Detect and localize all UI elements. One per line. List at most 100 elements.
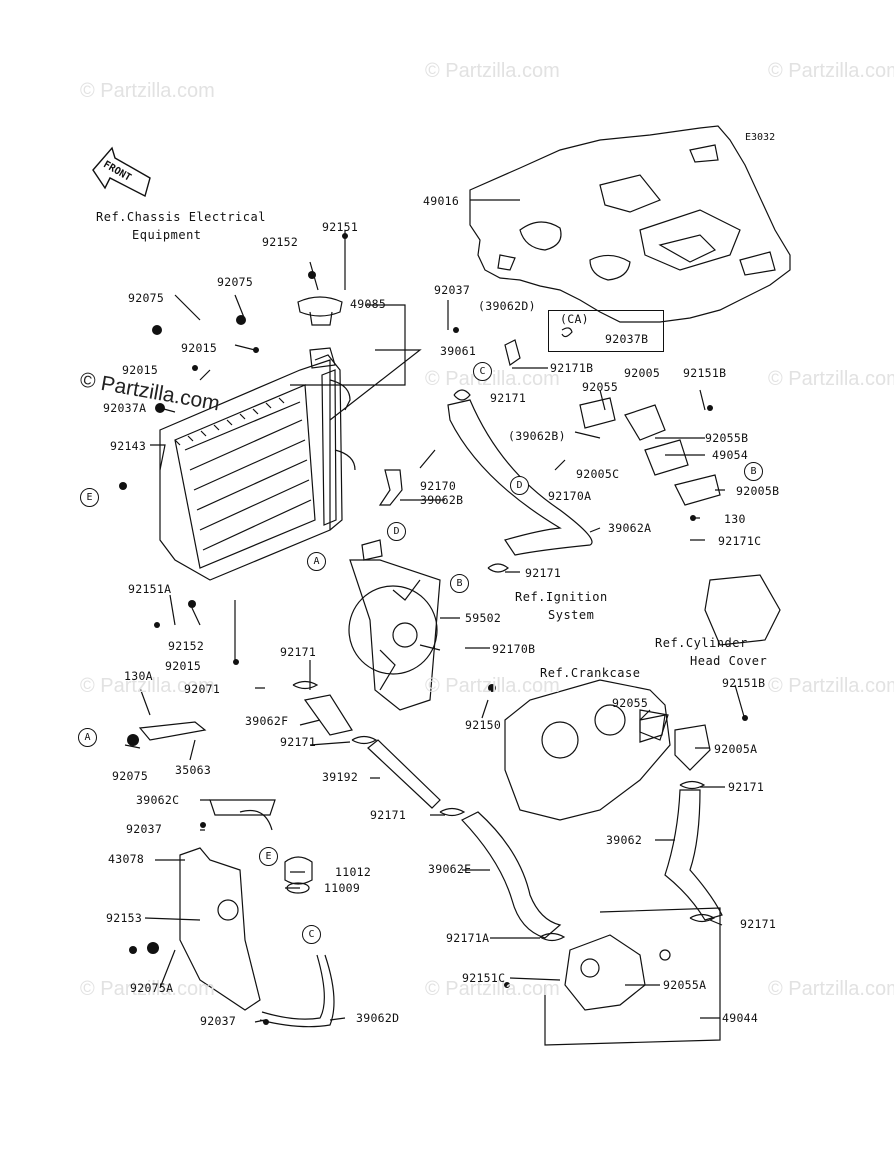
part-92075[interactable]: 92075 [112,769,149,783]
part-92005c[interactable]: 92005C [576,467,620,481]
connector-d: D [387,522,406,541]
ca-box-title: (CA) [560,312,589,326]
part-92075[interactable]: 92075 [128,291,165,305]
part-92055[interactable]: 92055 [612,696,649,710]
connector-b: B [450,574,469,593]
part-92171b[interactable]: 92171B [550,361,594,375]
part-39062b[interactable]: 39062B [420,493,464,507]
part-92037[interactable]: 92037 [200,1014,237,1028]
hose-39062B [378,469,403,506]
part-92171[interactable]: 92171 [370,808,407,822]
part-92151b[interactable]: 92151B [683,366,727,380]
part-39192[interactable]: 39192 [322,770,359,784]
under-cover-49016 [469,125,791,323]
watermark: © Partzilla.com [80,80,215,102]
part-92151a[interactable]: 92151A [128,582,172,596]
part-92075a[interactable]: 92075A [130,981,174,995]
part-39062d[interactable]: 39062D [356,1011,400,1025]
thermostat-92005 [624,404,666,441]
connector-c: C [473,362,492,381]
part-39062b-ref[interactable]: (39062B) [508,429,566,443]
part-49016[interactable]: 49016 [423,194,460,208]
fan-59502 [348,585,438,675]
part-11009[interactable]: 11009 [324,881,361,895]
part-39062f[interactable]: 39062F [245,714,289,728]
watermark: © Partzilla.com [425,368,560,390]
part-43078[interactable]: 43078 [108,852,145,866]
ca-box [548,310,664,352]
part-92037a[interactable]: 92037A [103,401,147,415]
connector-a: A [78,728,97,747]
ref-chassis-electrical: Ref.Chassis Electrical [96,210,266,224]
part-49044[interactable]: 49044 [722,1011,759,1025]
part-92005b[interactable]: 92005B [736,484,780,498]
part-92151b[interactable]: 92151B [722,676,766,690]
hose-39062 [664,789,723,921]
part-59502[interactable]: 59502 [465,611,502,625]
connector-e: E [80,488,99,507]
part-92037[interactable]: 92037 [434,283,471,297]
part-35063[interactable]: 35063 [175,763,212,777]
part-39062c[interactable]: 39062C [136,793,180,807]
part-92171[interactable]: 92171 [740,917,777,931]
watermark: © Partzilla.com [768,60,894,82]
part-92171[interactable]: 92171 [280,645,317,659]
ref-cylinder-head: Ref.Cylinder [655,636,748,650]
part-92005a[interactable]: 92005A [714,742,758,756]
connector-a: A [307,552,326,571]
radiator-core [159,359,331,581]
radiator-cap-49085 [297,296,343,317]
connector-e: E [259,847,278,866]
part-92071[interactable]: 92071 [184,682,221,696]
part-130a[interactable]: 130A [124,669,153,683]
part-92075[interactable]: 92075 [217,275,254,289]
part-130[interactable]: 130 [724,512,746,526]
part-92151c[interactable]: 92151C [462,971,506,985]
connector-d: D [510,476,529,495]
ref-ignition-2: System [548,608,595,622]
part-92171[interactable]: 92171 [728,780,765,794]
reservoir-tank-43078 [179,847,261,1011]
part-49085[interactable]: 49085 [350,297,387,311]
water-pump-49044 [564,934,646,1011]
part-92171a[interactable]: 92171A [446,931,490,945]
part-92055b[interactable]: 92055B [705,431,749,445]
part-92170a[interactable]: 92170A [548,489,592,503]
part-39062e[interactable]: 39062E [428,862,472,876]
part-92152[interactable]: 92152 [262,235,299,249]
part-92143[interactable]: 92143 [110,439,147,453]
part-92005[interactable]: 92005 [624,366,661,380]
part-39062d-ref[interactable]: (39062D) [478,299,536,313]
ca-box-part[interactable]: 92037B [605,332,649,346]
part-92015[interactable]: 92015 [181,341,218,355]
part-92015[interactable]: 92015 [165,659,202,673]
part-49054[interactable]: 49054 [712,448,749,462]
part-92171c[interactable]: 92171C [718,534,762,548]
part-11012[interactable]: 11012 [335,865,372,879]
part-92170b[interactable]: 92170B [492,642,536,656]
part-92055a[interactable]: 92055A [663,978,707,992]
part-92153[interactable]: 92153 [106,911,143,925]
watermark: © Partzilla.com [425,978,560,1000]
part-92150[interactable]: 92150 [465,718,502,732]
watermark: © Partzilla.com [768,675,894,697]
hose-39062C [209,799,276,816]
crankcase [504,679,671,821]
part-92015[interactable]: 92015 [122,363,159,377]
part-92171[interactable]: 92171 [280,735,317,749]
watermark: © Partzilla.com [425,60,560,82]
part-92170[interactable]: 92170 [420,479,457,493]
part-92171[interactable]: 92171 [525,566,562,580]
part-92037[interactable]: 92037 [126,822,163,836]
part-92171[interactable]: 92171 [490,391,527,405]
front-arrow-icon [92,146,151,198]
part-92055[interactable]: 92055 [582,380,619,394]
part-39062a[interactable]: 39062A [608,521,652,535]
part-39062[interactable]: 39062 [606,833,643,847]
part-39061[interactable]: 39061 [440,344,477,358]
part-92151[interactable]: 92151 [322,220,359,234]
watermark: © Partzilla.com [768,978,894,1000]
fasteners [119,233,748,1025]
part-92152[interactable]: 92152 [168,639,205,653]
